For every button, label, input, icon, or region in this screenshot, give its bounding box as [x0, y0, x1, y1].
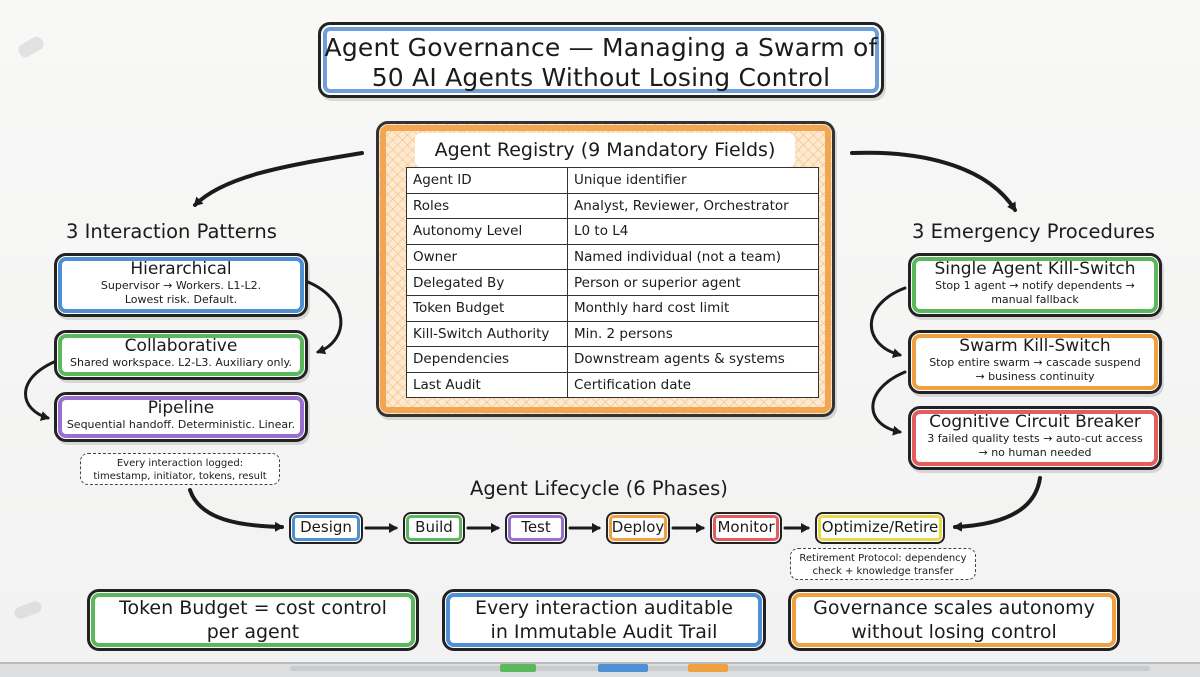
- takeaway-line: Governance scales autonomy: [813, 597, 1095, 619]
- retirement-note: Retirement Protocol: dependency check + …: [790, 548, 976, 580]
- pattern-pipeline: Pipeline Sequential handoff. Determinist…: [54, 392, 308, 442]
- note-line: Retirement Protocol: dependency: [799, 553, 967, 564]
- phase-build: Build: [403, 512, 465, 544]
- pattern-title: Collaborative: [124, 336, 238, 356]
- note-line: check + knowledge transfer: [812, 566, 954, 577]
- pattern-desc: Supervisor → Workers. L1-L2.: [100, 279, 262, 292]
- title-line-2: 50 AI Agents Without Losing Control: [371, 63, 831, 92]
- takeaway-line: in Immutable Audit Trail: [490, 621, 718, 643]
- registry-field: Dependencies: [406, 346, 568, 373]
- takeaway-audit-trail: Every interaction auditable in Immutable…: [442, 589, 766, 651]
- procedure-title: Cognitive Circuit Breaker: [929, 412, 1141, 432]
- patterns-heading: 3 Interaction Patterns: [66, 220, 277, 243]
- procedure-title: Swarm Kill-Switch: [959, 336, 1111, 356]
- arrow-hier-collab: [306, 280, 343, 355]
- registry-value: L0 to L4: [567, 218, 819, 245]
- blue-marker: [598, 664, 648, 672]
- registry-field: Token Budget: [406, 294, 568, 322]
- phase-test: Test: [505, 512, 567, 544]
- arrow-to-emergency: [850, 150, 1017, 212]
- takeaway-token-budget: Token Budget = cost control per agent: [87, 589, 419, 651]
- takeaway-line: without losing control: [851, 621, 1057, 643]
- registry-value: Unique identifier: [567, 167, 819, 194]
- registry-title: Agent Registry (9 Mandatory Fields): [415, 133, 795, 167]
- registry-field: Delegated By: [406, 269, 568, 296]
- registry-field: Last Audit: [406, 371, 568, 399]
- pattern-title: Hierarchical: [130, 259, 232, 279]
- arrow-to-lifecycle-start: [188, 488, 284, 532]
- registry-value: Monthly hard cost limit: [567, 294, 819, 322]
- phase-deploy: Deploy: [606, 512, 670, 544]
- procedure-single-kill-switch: Single Agent Kill-Switch Stop 1 agent → …: [908, 253, 1162, 317]
- takeaway-line: Every interaction auditable: [475, 597, 733, 619]
- registry-field: Roles: [406, 192, 568, 220]
- arrow-to-patterns: [193, 151, 364, 207]
- agent-registry-panel: Agent Registry (9 Mandatory Fields) Agen…: [376, 121, 835, 417]
- note-line: timestamp, initiator, tokens, result: [93, 471, 267, 482]
- procedure-desc: → no human needed: [978, 446, 1092, 459]
- procedure-desc: Stop entire swarm → cascade suspend: [929, 356, 1141, 369]
- arrow-single-swarm: [869, 286, 907, 359]
- registry-value: Certification date: [567, 371, 819, 399]
- title-line-1: Agent Governance — Managing a Swarm of: [324, 33, 878, 62]
- takeaway-governance: Governance scales autonomy without losin…: [788, 589, 1120, 651]
- procedure-title: Single Agent Kill-Switch: [934, 259, 1136, 279]
- phase-monitor: Monitor: [710, 512, 782, 544]
- arrow-emergency-to-lifecycle: [953, 476, 1042, 532]
- arrow-collab-pipeline: [24, 360, 56, 421]
- registry-value: Min. 2 persons: [567, 320, 819, 348]
- pattern-collaborative: Collaborative Shared workspace. L2-L3. A…: [54, 330, 308, 380]
- takeaway-line: per agent: [206, 621, 300, 643]
- registry-value: Person or superior agent: [567, 269, 819, 296]
- registry-field: Owner: [406, 243, 568, 271]
- orange-marker: [688, 664, 728, 672]
- arrow-swarm-breaker: [871, 370, 907, 436]
- diagram-title: Agent Governance — Managing a Swarm of 5…: [318, 22, 884, 98]
- logging-note: Every interaction logged: timestamp, ini…: [80, 453, 280, 485]
- pattern-desc: Sequential handoff. Deterministic. Linea…: [66, 418, 296, 431]
- pattern-title: Pipeline: [147, 398, 215, 418]
- takeaway-line: Token Budget = cost control: [119, 597, 387, 619]
- procedure-circuit-breaker: Cognitive Circuit Breaker 3 failed quali…: [908, 406, 1162, 470]
- procedure-desc: 3 failed quality tests → auto-cut access: [927, 432, 1143, 445]
- pattern-desc: Shared workspace. L2-L3. Auxiliary only.: [70, 356, 292, 369]
- registry-field: Autonomy Level: [406, 218, 568, 245]
- procedure-desc: Stop 1 agent → notify dependents →: [935, 279, 1135, 292]
- pattern-hierarchical: Hierarchical Supervisor → Workers. L1-L2…: [54, 253, 308, 317]
- procedure-desc: → business continuity: [975, 370, 1095, 383]
- lifecycle-heading: Agent Lifecycle (6 Phases): [470, 477, 728, 500]
- procedure-swarm-kill-switch: Swarm Kill-Switch Stop entire swarm → ca…: [908, 330, 1162, 394]
- pattern-desc: Lowest risk. Default.: [124, 293, 238, 306]
- emergency-heading: 3 Emergency Procedures: [912, 220, 1155, 243]
- phase-optimize-retire: Optimize/Retire: [815, 512, 945, 544]
- note-line: Every interaction logged:: [116, 458, 244, 469]
- phase-design: Design: [289, 512, 363, 544]
- green-marker: [500, 664, 536, 672]
- procedure-desc: manual fallback: [991, 293, 1079, 306]
